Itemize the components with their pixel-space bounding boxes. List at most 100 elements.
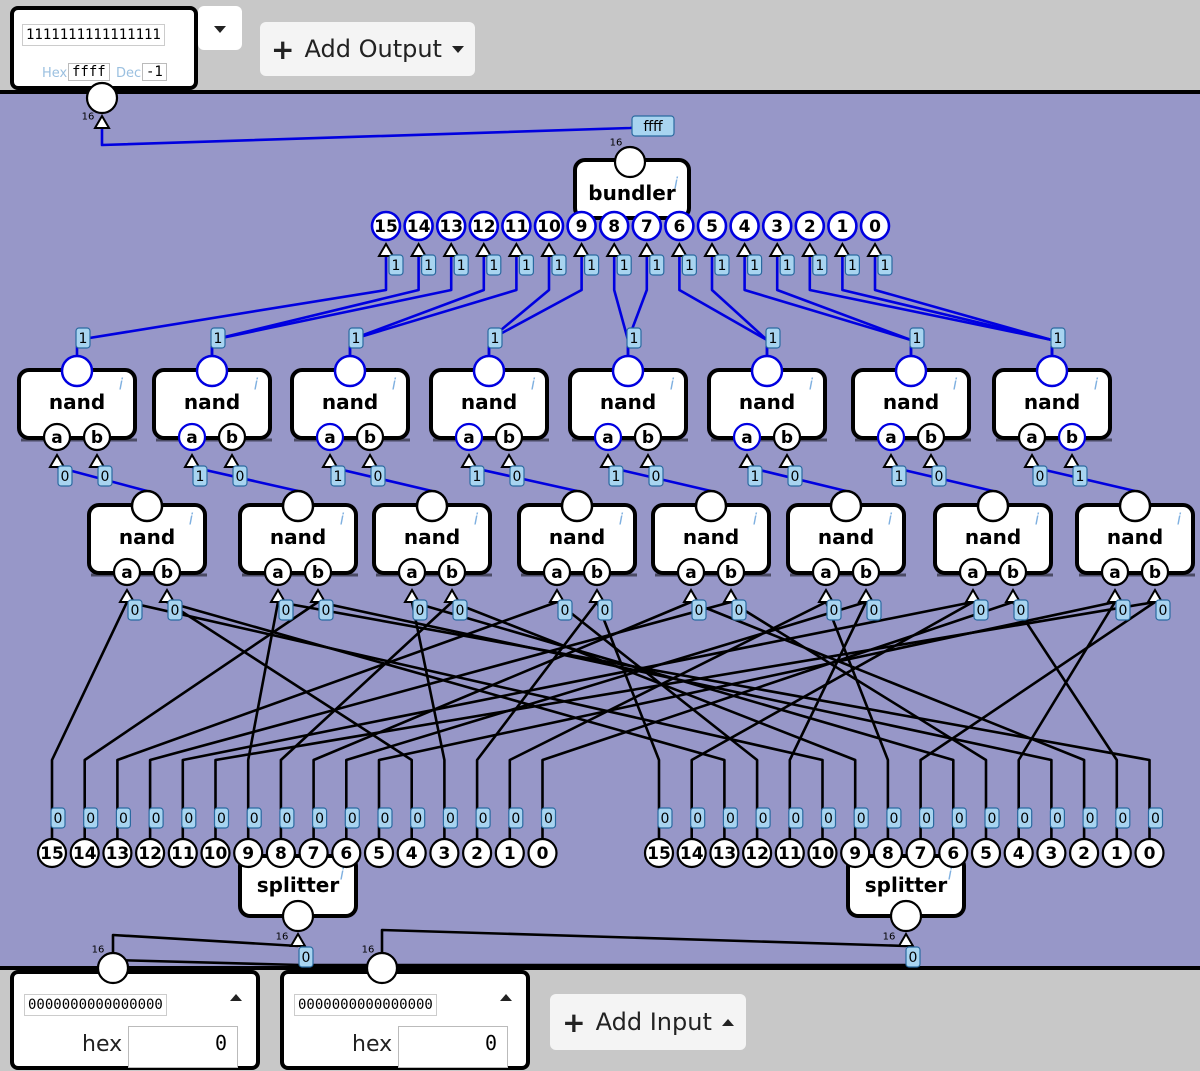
splitter-left-pin-9[interactable] — [233, 837, 264, 869]
bundler-pin-12[interactable] — [468, 210, 500, 242]
splitter-right-pin-14[interactable] — [676, 837, 707, 869]
nand-top-7-output-pin[interactable] — [894, 354, 928, 388]
nand-top-2-input-a[interactable] — [177, 422, 207, 452]
nand-top-6-input-b[interactable] — [772, 422, 802, 452]
bundler-pin-14[interactable] — [403, 210, 434, 242]
splitter-right-pin-12[interactable] — [741, 837, 773, 869]
nand-bottom-8-input-b[interactable] — [1140, 557, 1170, 587]
bundler-pin-11[interactable] — [501, 210, 532, 242]
bundler-pin-10[interactable] — [533, 210, 565, 242]
splitter-right-pin-4[interactable] — [1003, 837, 1034, 869]
nand-top-8-input-b[interactable] — [1057, 422, 1087, 452]
input-2-value[interactable]: 0 — [398, 1026, 508, 1068]
splitter-right-pin-10[interactable] — [807, 837, 838, 869]
bundler-pin-1[interactable] — [827, 210, 858, 242]
nand-top-8-output-pin[interactable] — [1035, 354, 1069, 388]
nand-bottom-1-input-a[interactable] — [112, 557, 142, 587]
nand-top-7-input-a[interactable] — [876, 422, 906, 452]
output-panel[interactable]: 1111111111111111 Hex ffff Dec -1 — [10, 6, 198, 90]
nand-top-3-input-b[interactable] — [355, 422, 385, 452]
nand-bottom-4-input-a[interactable] — [542, 557, 572, 587]
bundler-pin-15[interactable] — [370, 210, 402, 242]
splitter-left-pin-13[interactable] — [102, 837, 133, 869]
nand-top-3-output-pin[interactable] — [333, 354, 367, 388]
bundler-pin-6[interactable] — [664, 210, 695, 242]
nand-top-5-output-pin[interactable] — [611, 354, 645, 388]
add-output-button[interactable]: + Add Output — [260, 22, 475, 76]
splitter-left-pin-6[interactable] — [331, 837, 362, 869]
nand-top-4-input-b[interactable] — [494, 422, 524, 452]
input-1-bits[interactable]: 0000000000000000 — [24, 994, 167, 1016]
nand-bottom-3-input-b[interactable] — [437, 557, 467, 587]
output-pin[interactable] — [85, 81, 119, 115]
bundler-pin-8[interactable] — [598, 210, 630, 242]
nand-top-6-input-a[interactable] — [732, 422, 762, 452]
splitter-right-input-pin[interactable] — [889, 899, 923, 933]
splitter-left-pin-8[interactable] — [265, 837, 296, 869]
splitter-left-pin-14[interactable] — [69, 837, 100, 869]
nand-bottom-4-output-pin[interactable] — [560, 489, 594, 523]
input-1-pin[interactable] — [96, 951, 130, 985]
bundler-pin-4[interactable] — [729, 210, 760, 242]
splitter-right-pin-3[interactable] — [1036, 837, 1067, 869]
nand-top-4-input-a[interactable] — [454, 422, 484, 452]
bundler-pin-2[interactable] — [794, 210, 826, 242]
nand-top-2-output-pin[interactable] — [195, 354, 229, 388]
splitter-left-pin-12[interactable] — [135, 837, 166, 869]
splitter-right-pin-13[interactable] — [709, 837, 740, 869]
input-panel-2[interactable]: 0000000000000000 hex 0 — [280, 970, 530, 1070]
input-2-bits[interactable]: 0000000000000000 — [294, 994, 437, 1016]
nand-bottom-1-output-pin[interactable] — [130, 489, 164, 523]
nand-bottom-8-output-pin[interactable] — [1118, 489, 1152, 523]
nand-top-8-input-a[interactable] — [1017, 422, 1047, 452]
hex-value[interactable]: ffff — [68, 63, 110, 81]
bundler-pin-5[interactable] — [696, 210, 728, 242]
bundler-pin-0[interactable] — [859, 210, 891, 242]
nand-bottom-2-output-pin[interactable] — [281, 489, 315, 523]
splitter-right-pin-6[interactable] — [938, 837, 969, 869]
nand-bottom-6-output-pin[interactable] — [829, 489, 863, 523]
splitter-left-pin-0[interactable] — [527, 837, 558, 869]
nand-bottom-5-input-b[interactable] — [716, 557, 746, 587]
splitter-left-pin-2[interactable] — [462, 837, 493, 869]
nand-bottom-2-input-a[interactable] — [263, 557, 293, 587]
input-panel-1[interactable]: 0000000000000000 hex 0 — [10, 970, 260, 1070]
splitter-left-pin-3[interactable] — [429, 837, 460, 869]
splitter-left-pin-11[interactable] — [167, 837, 198, 869]
add-input-button[interactable]: + Add Input — [550, 994, 746, 1050]
splitter-right-pin-5[interactable] — [970, 837, 1002, 869]
nand-bottom-6-input-a[interactable] — [811, 557, 841, 587]
splitter-left-pin-15[interactable] — [36, 837, 68, 869]
caret-up-icon[interactable] — [230, 994, 242, 1001]
nand-top-4-output-pin[interactable] — [472, 354, 506, 388]
nand-bottom-5-output-pin[interactable] — [694, 489, 728, 523]
splitter-right-pin-0[interactable] — [1134, 837, 1165, 869]
splitter-right-pin-11[interactable] — [774, 837, 805, 869]
splitter-right-pin-2[interactable] — [1068, 837, 1100, 869]
bundler-output-pin[interactable] — [613, 145, 647, 179]
dec-value[interactable]: -1 — [142, 63, 167, 81]
nand-top-3-input-a[interactable] — [315, 422, 345, 452]
nand-bottom-2-input-b[interactable] — [303, 557, 333, 587]
nand-top-5-input-a[interactable] — [593, 422, 623, 452]
splitter-right-pin-8[interactable] — [872, 837, 904, 869]
nand-top-6-output-pin[interactable] — [750, 354, 784, 388]
bundler-pin-3[interactable] — [761, 210, 793, 242]
splitter-left-pin-4[interactable] — [396, 837, 427, 869]
input-2-pin[interactable] — [365, 951, 399, 985]
nand-top-2-input-b[interactable] — [217, 422, 247, 452]
nand-bottom-7-input-a[interactable] — [958, 557, 988, 587]
splitter-right-pin-7[interactable] — [905, 837, 936, 869]
nand-bottom-1-input-b[interactable] — [152, 557, 182, 587]
nand-bottom-3-output-pin[interactable] — [415, 489, 449, 523]
splitter-left-pin-7[interactable] — [298, 837, 329, 869]
